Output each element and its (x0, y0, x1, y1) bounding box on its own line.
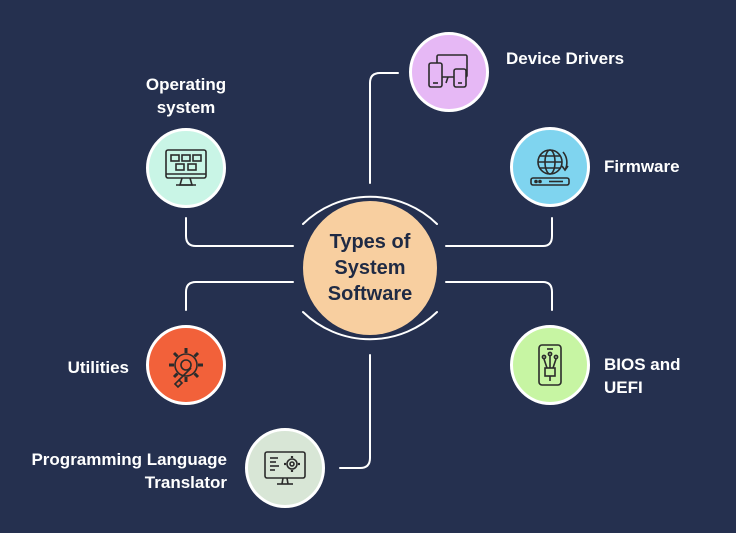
globe-router-icon (530, 149, 570, 186)
central-hub: Types of System Software (303, 201, 437, 335)
node-device-drivers (409, 32, 489, 112)
code-monitor-icon (264, 451, 306, 485)
node-firmware (510, 127, 590, 207)
node-utilities (146, 325, 226, 405)
hub-title: Types of System Software (327, 231, 413, 305)
node-programming-language-translator (245, 428, 325, 508)
gear-wrench-icon (169, 348, 203, 389)
label-firmware: Firmware (604, 157, 680, 176)
node-bios-uefi (510, 325, 590, 405)
monitor-windows-icon (165, 149, 207, 186)
label-device-drivers: Device Drivers (506, 49, 625, 68)
label-bios-uefi: BIOS and UEFI (604, 355, 681, 397)
label-operating-system: Operating system (145, 75, 227, 117)
label-programming-language-translator: Programming Language Translator (31, 450, 227, 492)
devices-icon (428, 54, 468, 88)
node-operating-system (146, 128, 226, 208)
chip-phone-icon (538, 344, 562, 386)
label-utilities: Utilities (67, 358, 129, 377)
